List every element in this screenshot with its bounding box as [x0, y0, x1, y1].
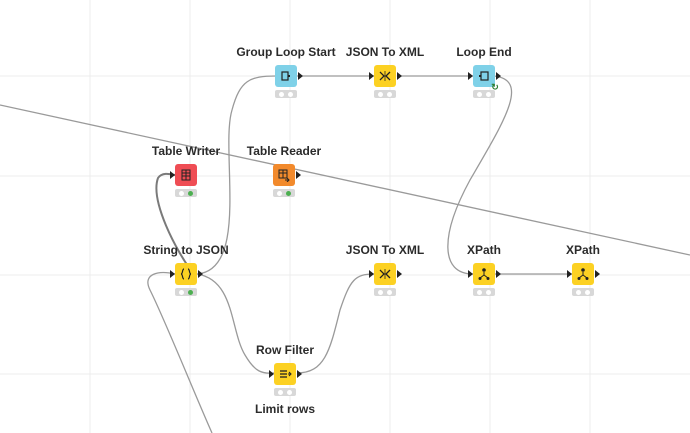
node-xpath-1[interactable]: XPath — [434, 242, 534, 296]
loop-start-icon — [281, 71, 290, 81]
node-status — [374, 90, 396, 98]
flow-variable-icon: ↻ — [491, 82, 499, 92]
connection-stringjson-to-grouploopstart — [196, 75, 277, 275]
node-annotation[interactable]: Limit rows — [255, 402, 316, 416]
node-icon-box[interactable] — [369, 65, 402, 87]
output-port[interactable] — [496, 270, 501, 278]
node-label: Group Loop Start — [236, 45, 336, 59]
node-icon-box[interactable] — [170, 164, 197, 186]
input-port[interactable] — [369, 270, 374, 278]
node-loop-end[interactable]: Loop End ↻ — [434, 44, 534, 98]
input-port[interactable] — [468, 270, 473, 278]
input-port[interactable] — [170, 270, 175, 278]
node-label: JSON To XML — [345, 243, 425, 257]
node-label: Table Reader — [246, 144, 322, 158]
xpath-icon — [577, 268, 589, 280]
input-port[interactable] — [170, 171, 175, 179]
node-label: XPath — [565, 243, 600, 257]
node-string-to-json[interactable]: String to JSON — [136, 242, 236, 296]
node-table-writer[interactable]: Table Writer — [136, 143, 236, 197]
string-json-icon — [180, 268, 192, 280]
connection-external-to-stringjson — [147, 271, 213, 433]
json-xml-icon — [379, 71, 391, 81]
node-status — [374, 288, 396, 296]
input-port[interactable] — [567, 270, 572, 278]
output-port[interactable] — [296, 171, 301, 179]
output-port[interactable] — [198, 270, 203, 278]
node-icon-box[interactable] — [275, 65, 303, 87]
node-status — [274, 388, 296, 396]
node-icon-box[interactable] — [468, 263, 501, 285]
output-port[interactable] — [595, 270, 600, 278]
node-icon-box[interactable]: ↻ — [468, 65, 501, 92]
output-port[interactable] — [397, 72, 402, 80]
node-icon-box[interactable] — [170, 263, 203, 285]
table-writer-icon — [181, 169, 191, 181]
connection-stringjson-to-tablewriter — [155, 172, 196, 277]
node-status — [473, 288, 495, 296]
output-port[interactable] — [297, 370, 302, 378]
node-status — [175, 189, 197, 197]
node-status — [175, 288, 197, 296]
node-xpath-2[interactable]: XPath — [533, 242, 633, 296]
output-port[interactable] — [298, 72, 303, 80]
connection-stringjson-to-rowfilter — [196, 273, 275, 374]
node-label: Row Filter — [255, 343, 314, 357]
json-xml-icon — [379, 269, 391, 279]
node-label: Table Writer — [151, 144, 221, 158]
node-icon-box[interactable] — [269, 363, 302, 385]
table-reader-icon — [278, 169, 290, 182]
node-icon-box[interactable] — [567, 263, 600, 285]
node-json-to-xml-top[interactable]: JSON To XML — [335, 44, 435, 98]
connection-loopend-to-xpath — [447, 75, 513, 275]
output-port[interactable] — [496, 72, 501, 80]
row-filter-icon — [280, 370, 292, 378]
node-status — [275, 90, 297, 98]
input-port[interactable] — [468, 72, 473, 80]
node-icon-box[interactable] — [273, 164, 301, 186]
node-label: JSON To XML — [345, 45, 425, 59]
node-status — [572, 288, 594, 296]
output-port[interactable] — [397, 270, 402, 278]
node-json-to-xml-mid[interactable]: JSON To XML — [335, 242, 435, 296]
node-label: String to JSON — [143, 243, 229, 257]
node-label: Loop End — [456, 45, 512, 59]
node-label: XPath — [466, 243, 501, 257]
node-row-filter[interactable]: Row Filter Limit rows — [235, 342, 335, 416]
connections — [0, 75, 690, 433]
node-status — [273, 189, 295, 197]
input-port[interactable] — [269, 370, 274, 378]
node-status — [473, 90, 495, 98]
connection-loopend-to-external — [0, 104, 690, 256]
connection-rowfilter-to-jsonxml — [296, 273, 375, 374]
loop-end-icon — [479, 71, 489, 81]
xpath-icon — [478, 268, 490, 280]
node-table-reader[interactable]: Table Reader — [234, 143, 334, 197]
node-icon-box[interactable] — [369, 263, 402, 285]
node-group-loop-start[interactable]: Group Loop Start — [236, 44, 336, 98]
input-port[interactable] — [369, 72, 374, 80]
